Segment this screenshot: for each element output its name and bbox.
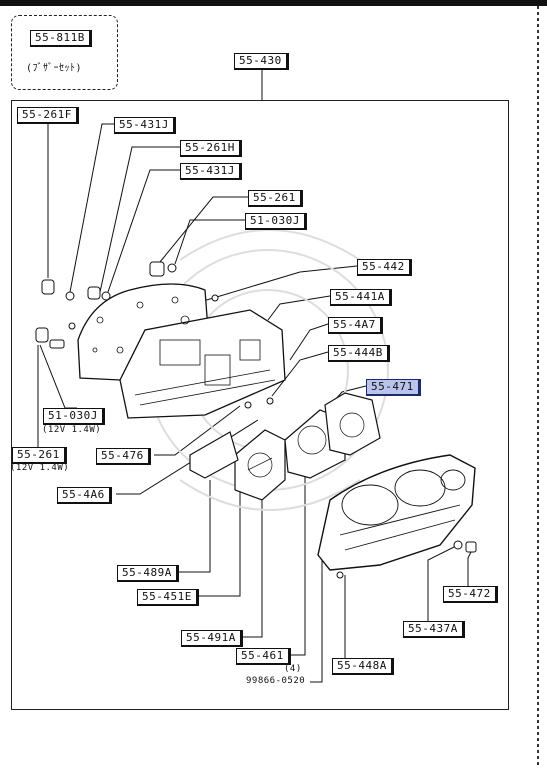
part-label-55-431j-a[interactable]: 55-431J (114, 117, 176, 134)
part-label-55-811b[interactable]: 55-811B (30, 30, 92, 47)
screw-qty-note: (4) (284, 664, 302, 674)
part-label-55-261f[interactable]: 55-261F (17, 107, 79, 124)
part-label-55-471-highlighted[interactable]: 55-471 (366, 379, 421, 396)
part-label-55-430[interactable]: 55-430 (234, 53, 289, 70)
top-border-bar (0, 0, 547, 6)
buzzer-set-box: 55-811B (ﾌﾞｻﾞｰｾｯﾄ) (11, 15, 118, 90)
part-label-51-030j-top[interactable]: 51-030J (245, 213, 307, 230)
part-label-55-489a[interactable]: 55-489A (117, 565, 179, 582)
part-label-55-431j-b[interactable]: 55-431J (180, 163, 242, 180)
part-label-55-472[interactable]: 55-472 (443, 586, 498, 603)
part-label-51-030j-left[interactable]: 51-030J (43, 408, 105, 425)
buzzer-set-note: (ﾌﾞｻﾞｰｾｯﾄ) (26, 63, 83, 74)
part-label-55-444b[interactable]: 55-444B (328, 345, 390, 362)
part-label-55-451e[interactable]: 55-451E (137, 589, 199, 606)
part-label-55-261-left[interactable]: 55-261 (12, 447, 67, 464)
part-label-55-261-top[interactable]: 55-261 (248, 190, 303, 207)
part-label-55-491a[interactable]: 55-491A (181, 630, 243, 647)
part-label-55-448a[interactable]: 55-448A (332, 658, 394, 675)
page-edge (537, 6, 539, 766)
part-label-55-442[interactable]: 55-442 (357, 259, 412, 276)
screw-part-number: 99866-0520 (246, 676, 306, 686)
bulb-spec-note-a: (12V 1.4W) (42, 425, 102, 435)
part-label-55-441a[interactable]: 55-441A (330, 289, 392, 306)
part-label-55-461[interactable]: 55-461 (236, 648, 291, 665)
part-label-55-437a[interactable]: 55-437A (403, 621, 465, 638)
part-label-55-4a7[interactable]: 55-4A7 (328, 317, 383, 334)
assembly-frame (11, 100, 509, 710)
part-label-55-261h[interactable]: 55-261H (180, 140, 242, 157)
part-label-55-476[interactable]: 55-476 (96, 448, 151, 465)
part-label-55-4a6[interactable]: 55-4A6 (57, 487, 112, 504)
bulb-spec-note-b: (12V 1.4W) (10, 463, 70, 473)
